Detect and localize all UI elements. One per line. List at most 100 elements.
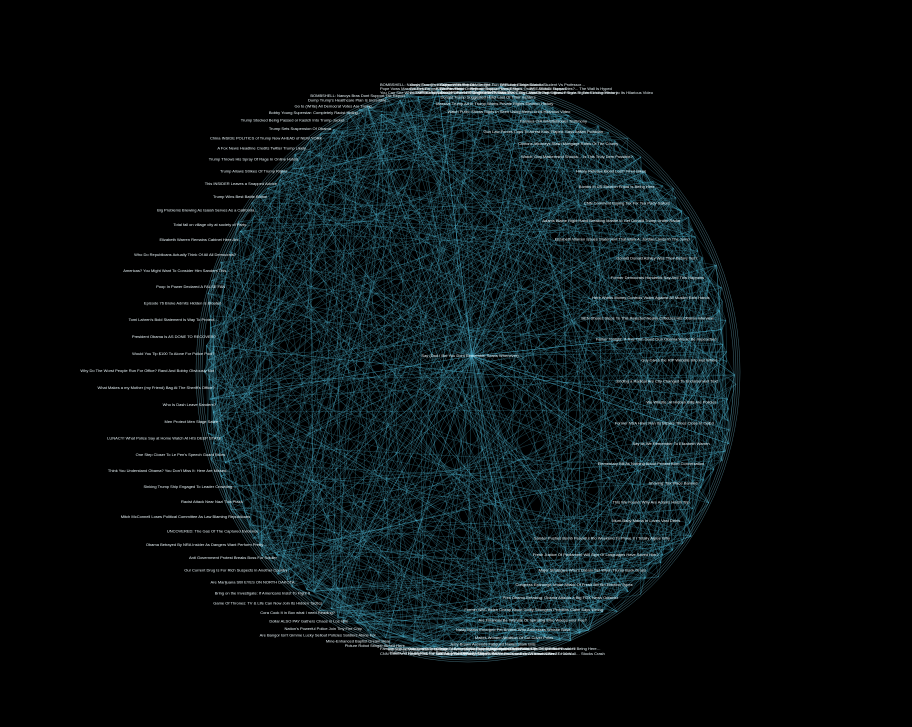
graph-edge [238, 221, 260, 546]
node-label: CNN Comment Buying Tax For Tea Party Sai… [380, 651, 466, 656]
graph-edge [225, 264, 717, 463]
graph-edge [210, 315, 538, 643]
graph-edge [204, 102, 544, 373]
node-label: Bill Stance Voters, Blaine Spittoon Is W… [388, 646, 518, 651]
graph-edge [347, 112, 663, 555]
hub-edge [471, 210, 682, 357]
graph-edge [406, 93, 526, 639]
node-label: Former NSA Hires Ran Its Bizarre Times C… [615, 420, 714, 425]
graph-edge [210, 156, 641, 460]
graph-edge [208, 216, 255, 380]
graph-edge [293, 123, 579, 169]
graph-edge [213, 422, 232, 510]
graph-edge [333, 129, 571, 641]
center-node-group: Say (Dad I Bet You Dont Remember Scans W… [421, 353, 522, 358]
graph-edge [399, 99, 646, 579]
hub-edge [471, 355, 603, 613]
graph-edge [230, 509, 692, 537]
graph-edge [660, 210, 683, 563]
graph-edge [356, 591, 629, 623]
graph-edge [220, 262, 232, 510]
graph-edge [293, 168, 645, 172]
graph-edge [279, 95, 490, 180]
graph-edge [385, 637, 467, 657]
graph-edge [294, 154, 435, 648]
graph-edge [441, 645, 519, 658]
node-label: Hillary Refuses Blood Lost? Fired Bikes [492, 646, 562, 651]
node-label: Racist Attack Near Nazi This Plaza [181, 499, 244, 504]
graph-edge [310, 139, 315, 592]
graph-edge [281, 170, 723, 461]
graph-edge [238, 97, 386, 222]
graph-edge [209, 229, 693, 400]
graph-edge [291, 93, 408, 587]
graph-edge [449, 98, 690, 524]
node-label: Pres Obama Breaking: Obama Attacks a Big… [503, 595, 619, 600]
graph-edge [719, 310, 729, 422]
graph-edge [413, 641, 442, 658]
graph-edge [208, 374, 735, 380]
graph-edge [682, 310, 720, 544]
graph-edge [543, 102, 729, 444]
node-label: This INSIDER Leaves a Snapped Advice [205, 181, 278, 186]
hub-edge [437, 89, 473, 357]
node-label: Donald Donald Ashley Was Their Before Ye… [616, 255, 698, 260]
graph-edge [310, 115, 569, 140]
node-label: Mitch McConnell Loses Political Committe… [121, 514, 250, 519]
graph-edge [225, 462, 702, 488]
hub-edge [471, 344, 723, 357]
graph-edge [356, 114, 382, 623]
graph-edge [206, 109, 360, 346]
graph-edge [277, 179, 281, 575]
graph-edge [220, 217, 689, 263]
graph-edge [280, 170, 629, 592]
graph-edge [210, 459, 374, 638]
graph-edge [230, 217, 689, 510]
graph-edge [287, 90, 473, 580]
graph-edge [453, 257, 703, 650]
node-label: Poop In Power Declared A FALSE FAN [156, 284, 225, 289]
graph-edge [313, 132, 609, 592]
node-label: Total fall on village city at society of… [173, 222, 250, 227]
graph-edge [584, 127, 729, 444]
graph-edge [306, 576, 659, 590]
graph-edge [709, 280, 722, 330]
graph-edge [210, 217, 689, 390]
graph-edge [213, 93, 408, 413]
graph-edge [204, 171, 645, 373]
center-node-label: Say (Dad I Bet You Dont Remember Scans W… [421, 353, 522, 358]
graph-edge [280, 170, 692, 537]
node-label: Makes Women Abolition Of Cut Cover Poles [475, 635, 553, 640]
node-label: You Can See What The Obama Does… [380, 90, 450, 95]
graph-edge [279, 107, 554, 180]
graph-edge [461, 89, 710, 281]
graph-edge [213, 442, 603, 613]
graph-edge [280, 170, 386, 638]
hub-edge [385, 355, 473, 638]
hub-edge [430, 86, 473, 357]
graph-edge [267, 117, 562, 189]
graph-edge [617, 502, 709, 597]
node-label: Doctors Expose The Flu Shot [410, 86, 463, 91]
graph-edge [253, 508, 693, 539]
graph-edge [494, 265, 717, 652]
graph-edge [403, 637, 519, 647]
graph-edge [208, 179, 281, 380]
graph-edge [207, 107, 554, 433]
graph-edge [472, 90, 594, 613]
graph-edge [561, 117, 594, 613]
node-label: Guess Who The CIA Caught… [440, 82, 494, 87]
graph-edge [204, 221, 239, 373]
graph-edge [331, 114, 382, 609]
graph-edge [356, 236, 696, 623]
graph-edge [614, 140, 674, 189]
graph-edge [617, 188, 674, 597]
hub-edge [253, 355, 473, 539]
node-label: Here's How To Turn Back On Tariffs Of Ma… [408, 651, 493, 656]
hub-edge [240, 231, 473, 357]
hub-edge [471, 102, 544, 357]
node-label: Bring on the Investigate: If Americans I… [215, 590, 311, 595]
graph-edge [212, 337, 228, 503]
graph-edge [331, 115, 569, 609]
graph-edge [313, 99, 534, 592]
